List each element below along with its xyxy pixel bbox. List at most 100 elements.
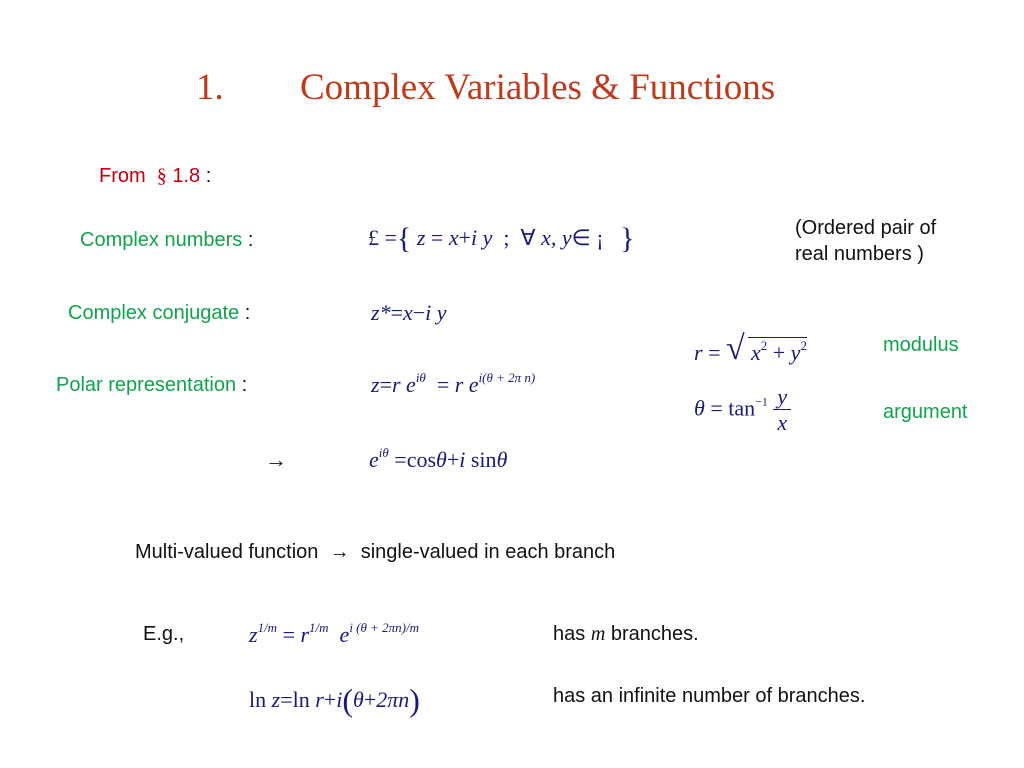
exponent: 2 <box>800 338 807 353</box>
var-i: i <box>459 447 466 472</box>
var-r: r <box>454 372 464 397</box>
ln: ln <box>292 687 310 712</box>
slide-title: 1. Complex Variables & Functions <box>196 66 775 109</box>
ordered-pair-note: (Ordered pair of real numbers ) <box>795 215 936 267</box>
exponent: iθ <box>378 445 389 460</box>
var-i: i <box>425 300 432 325</box>
label-colon: : <box>241 374 248 396</box>
z-star: z* <box>371 300 391 325</box>
tan: tan <box>728 395 756 421</box>
var-r: r <box>315 687 324 712</box>
var-y: y <box>790 340 801 365</box>
two-pi-n: 2πn <box>376 687 410 712</box>
vars-xy: x, y <box>541 225 572 250</box>
ln: ln <box>249 687 267 712</box>
var-r: r <box>300 622 310 647</box>
forall-symbol: ∀ <box>520 225 536 250</box>
var-e: e <box>369 447 379 472</box>
exponent: 2 <box>760 338 768 353</box>
from-colon: : <box>205 165 212 187</box>
var-z: z <box>271 687 281 712</box>
denominator: x <box>777 410 788 435</box>
argument-label: argument <box>883 401 968 423</box>
multivalued-left: Multi-valued function <box>135 541 319 563</box>
from-section-ref: From § 1.8 : <box>99 165 211 188</box>
sin: sin <box>470 447 497 472</box>
arrow: → <box>329 541 350 563</box>
cos: cos <box>406 447 437 472</box>
equals: = <box>394 447 407 472</box>
plus: + <box>323 687 337 712</box>
label-colon: : <box>247 229 254 251</box>
var-x: x <box>750 340 761 365</box>
theta: θ <box>694 395 705 421</box>
radical-sign: √ <box>725 330 745 367</box>
equals: = <box>436 372 450 397</box>
plus: + <box>458 225 471 250</box>
log-branches-note: has an infinite number of branches. <box>553 685 866 707</box>
note-line-2: real numbers ) <box>795 243 924 265</box>
section-symbol: § <box>156 165 167 187</box>
var-e: e <box>339 622 350 647</box>
var-e: e <box>406 372 416 397</box>
fraction: y x <box>773 385 792 436</box>
equals: = <box>282 622 295 647</box>
equals: = <box>390 300 403 325</box>
root-branches-note: has m branches. <box>553 623 699 646</box>
euler-formula: eiθ =cosθ+i sinθ <box>369 445 508 473</box>
example-label: E.g., <box>143 623 185 645</box>
equals: = <box>710 395 723 421</box>
set-symbol: £ <box>368 225 379 250</box>
polar-formula: z=r eiθ = r ei(θ + 2π n) <box>371 370 535 398</box>
var-y: y <box>482 225 493 250</box>
section-number: 1.8 <box>172 165 201 187</box>
var-z: z <box>249 622 258 647</box>
exponent: 1/m <box>309 620 329 635</box>
note-prefix: has <box>553 623 586 645</box>
label-text: Complex numbers <box>80 229 243 251</box>
var-z: z <box>416 225 426 250</box>
exponent: iθ <box>415 370 426 385</box>
complex-numbers-formula: £ ={ z = x+i y ; ∀ x, y∈ ¡ } <box>368 222 635 256</box>
label-text: Complex conjugate <box>68 302 240 324</box>
right-brace: } <box>620 222 635 255</box>
plus: + <box>363 687 377 712</box>
numerator: y <box>773 385 792 410</box>
var-y: y <box>436 300 447 325</box>
reals-symbol: ¡ <box>596 225 604 250</box>
var-m: m <box>590 623 606 645</box>
from-label: From <box>99 165 146 187</box>
label-colon: : <box>244 302 251 324</box>
implies-arrow: → <box>265 447 287 472</box>
theta: θ <box>496 447 508 472</box>
theta: θ <box>353 687 364 712</box>
title-text: Complex Variables & Functions <box>300 67 776 108</box>
exponent: i (θ + 2πn)/m <box>349 620 420 635</box>
right-paren: ) <box>409 682 420 718</box>
var-i: i <box>471 225 478 250</box>
root-formula: z1/m = r1/m ei (θ + 2πn)/m <box>249 620 420 648</box>
plus: + <box>446 447 460 472</box>
exponent: 1/m <box>257 620 278 635</box>
var-x: x <box>448 225 459 250</box>
var-x: x <box>402 300 413 325</box>
plus: + <box>772 340 786 365</box>
argument-formula: θ = tan−1 y x <box>694 385 792 436</box>
exponent: −1 <box>755 394 768 409</box>
modulus-formula: r = √ x2 + y2 <box>694 330 809 371</box>
equals: = <box>280 687 293 712</box>
log-formula: ln z=ln r+i(θ+2πn) <box>249 682 420 719</box>
semicolon: ; <box>503 225 510 250</box>
multivalued-right: single-valued in each branch <box>360 541 616 563</box>
left-brace: { <box>396 222 412 255</box>
var-i: i <box>336 687 343 712</box>
complex-numbers-label: Complex numbers : <box>80 229 253 252</box>
var-r: r <box>391 372 401 397</box>
theta: θ <box>436 447 447 472</box>
title-number: 1. <box>196 67 224 108</box>
modulus-label: modulus <box>883 334 959 356</box>
polar-representation-label: Polar representation : <box>56 374 247 397</box>
equals: = <box>379 372 392 397</box>
element-of-symbol: ∈ <box>571 225 591 250</box>
var-e: e <box>468 372 479 397</box>
